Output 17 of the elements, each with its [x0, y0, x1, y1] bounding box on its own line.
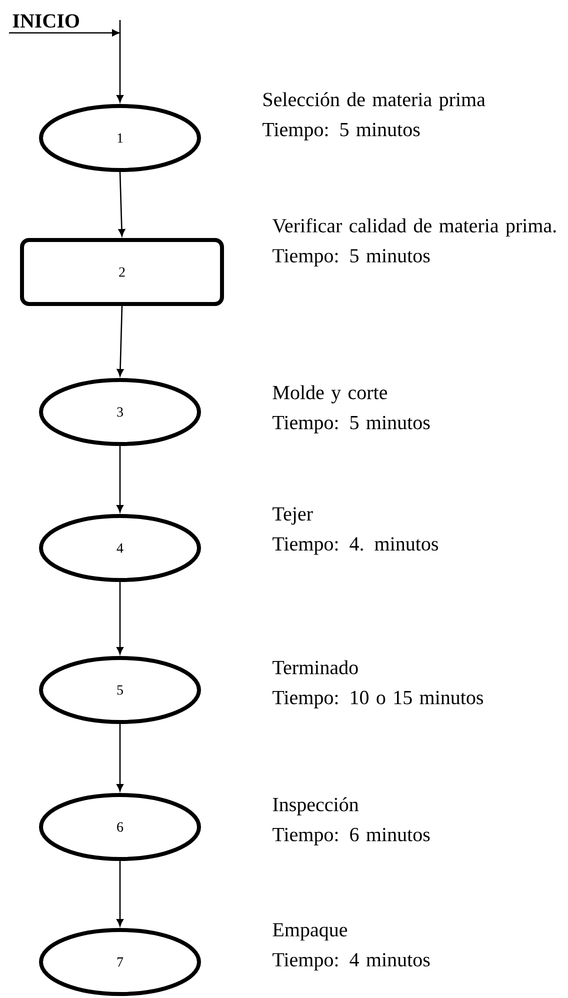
step-description: Selección de materia prima Tiempo: 5 minutos — [262, 92, 486, 140]
step-description: Tejer Tiempo: 4. minutos — [272, 507, 438, 555]
arrow — [116, 582, 124, 654]
arrow — [118, 172, 126, 236]
process-box: 2 — [20, 238, 224, 306]
start-label: INICIO — [12, 14, 79, 28]
step-description: Empaque Tiempo: 4 minutos — [272, 923, 430, 971]
step-description: Terminado Tiempo: 10 o 15 minutos — [272, 660, 483, 708]
step-description: Inspección Tiempo: 6 minutos — [272, 797, 430, 846]
step-description: Molde y corte Tiempo: 5 minutos — [272, 385, 430, 434]
step-description: Verificar calidad de materia prima. Tiempo: 5 minutos — [272, 218, 556, 267]
arrow — [116, 724, 124, 792]
arrow — [116, 20, 124, 102]
arrow — [9, 29, 120, 36]
arrow — [116, 446, 124, 512]
arrow — [116, 306, 124, 376]
arrow — [116, 861, 124, 926]
